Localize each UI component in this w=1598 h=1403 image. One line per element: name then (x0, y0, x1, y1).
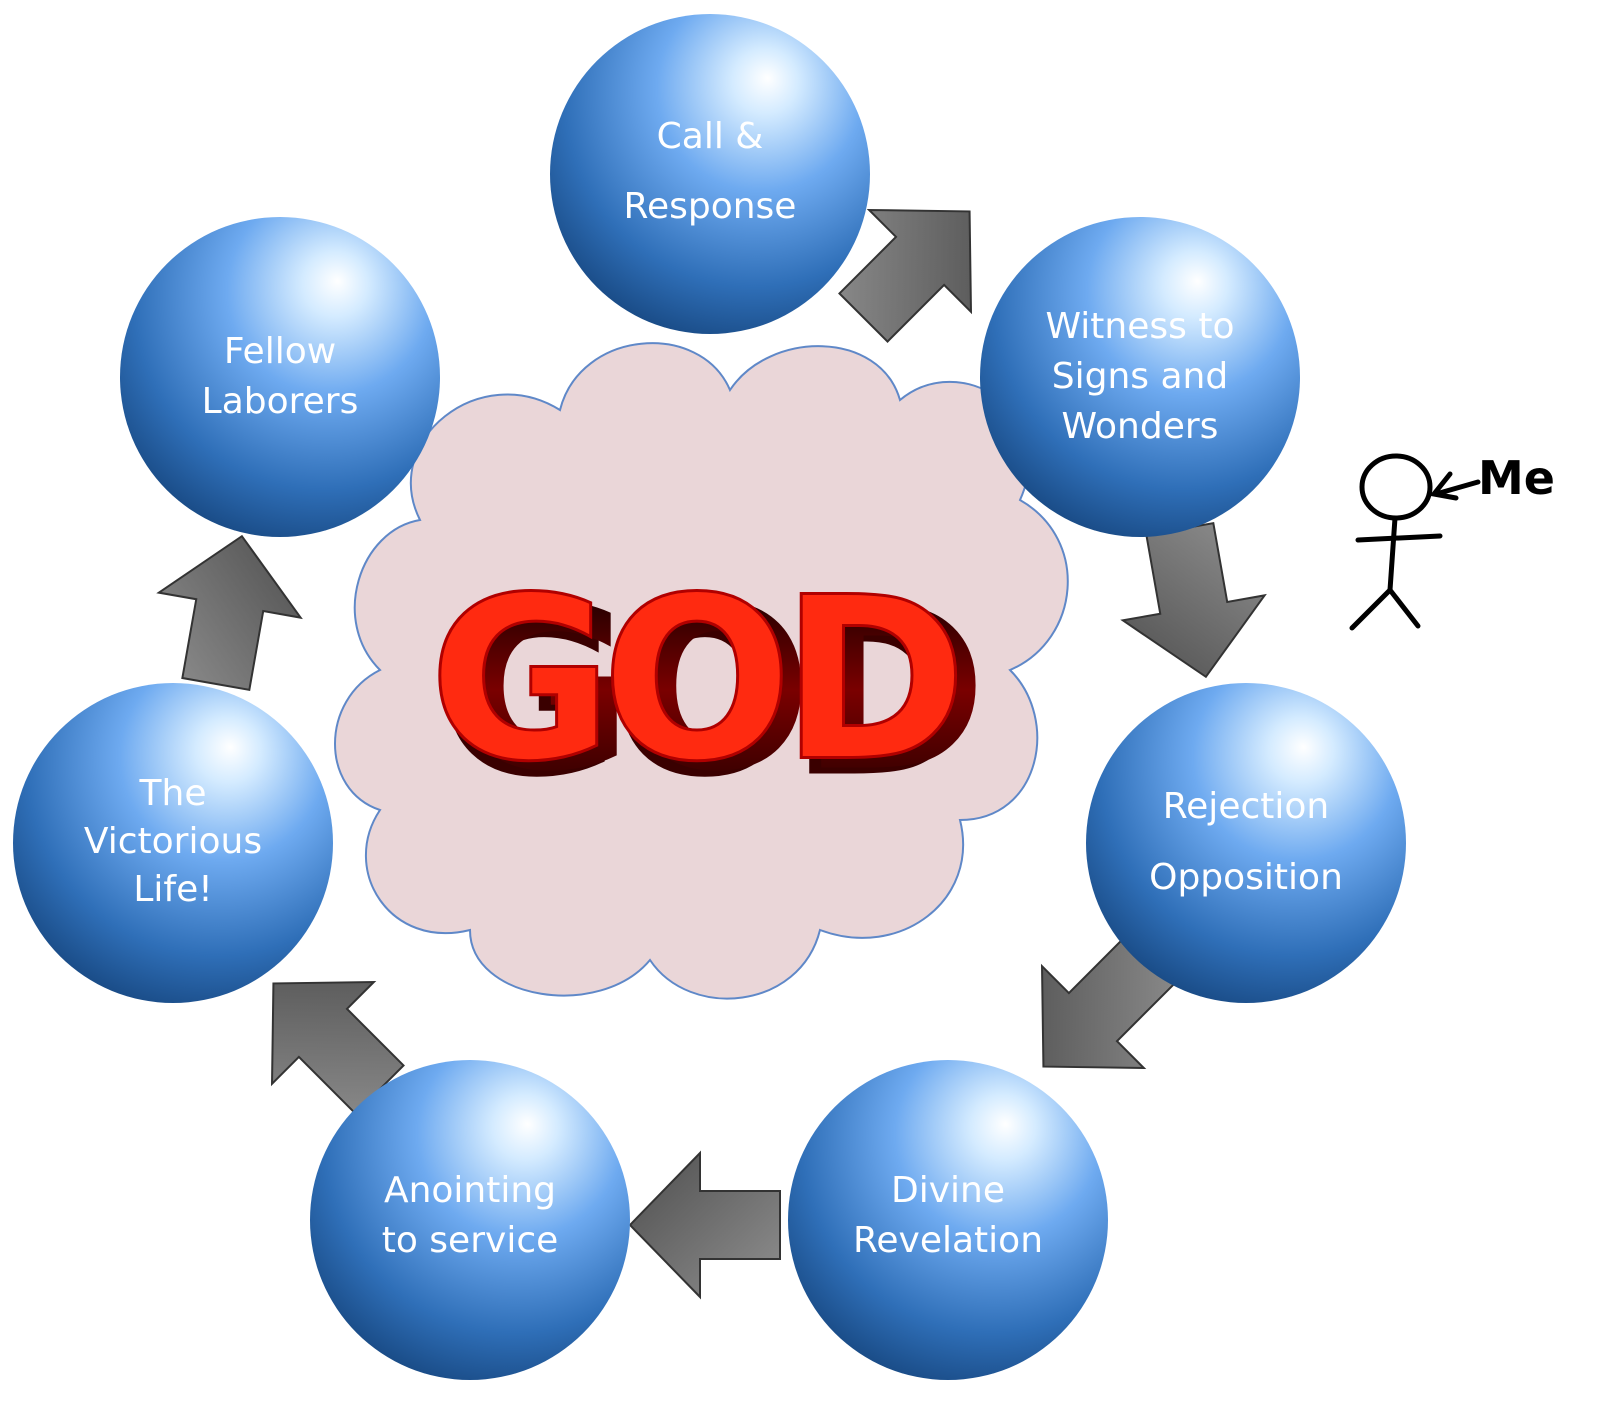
node-label-line: Opposition (1149, 857, 1343, 898)
node-label-line: The (139, 773, 207, 814)
svg-text:GOD: GOD (449, 560, 977, 822)
node-label-line: Life! (133, 869, 212, 910)
node-label-line: Witness to (1046, 306, 1235, 347)
cloud-shape (334, 342, 1069, 1000)
stick-figure-head (1359, 453, 1433, 521)
svg-text:GOD: GOD (429, 550, 957, 812)
god-title: GOD GOD GOD (427, 548, 988, 828)
node-label-line: Rejection (1163, 786, 1329, 827)
arrow-4 (629, 1152, 781, 1298)
node-label-line: Victorious (84, 821, 262, 862)
node-rejection: Rejection Opposition (1086, 683, 1406, 1003)
stick-figure-me (1349, 453, 1481, 631)
node-anointing: Anointing to service (310, 1060, 630, 1380)
svg-text:GOD: GOD (437, 566, 965, 828)
node-label-line: Revelation (853, 1220, 1043, 1261)
node-label-line: Laborers (202, 381, 359, 422)
node-divine-revelation: Divine Revelation (788, 1060, 1108, 1380)
arrow-2 (1107, 515, 1278, 691)
node-label-line: Wonders (1062, 406, 1219, 447)
node-call-response: Call & Response (550, 14, 870, 334)
node-label-line: Response (624, 186, 797, 227)
arrow-6 (143, 522, 314, 698)
node-label-line: Fellow (224, 331, 336, 372)
node-label-line: Anointing (384, 1170, 556, 1211)
node-label-line: Divine (891, 1170, 1005, 1211)
node-label-line: Call & (657, 116, 764, 157)
node-fellow-laborers: Fellow Laborers (120, 217, 440, 537)
node-witness: Witness to Signs and Wonders (980, 217, 1300, 537)
node-label-line: to service (382, 1220, 559, 1261)
me-label: Me (1478, 451, 1555, 505)
node-victorious-life: The Victorious Life! (13, 683, 333, 1003)
node-label-line: Signs and (1052, 356, 1228, 397)
